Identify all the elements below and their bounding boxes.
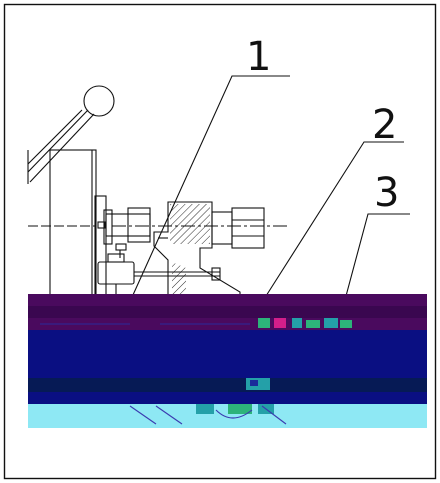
leader-line-1 [127,75,290,307]
bracket-icon [153,201,241,303]
leader-line-2 [265,141,404,297]
artifact-block [250,380,258,386]
artifact-block [340,320,352,328]
artifact-block [228,404,252,414]
band-cyan [28,404,427,428]
handle-lever-icon [27,85,115,184]
band-navy [28,330,427,378]
artifact-block [196,404,214,414]
leader-line-3 [345,213,410,297]
artifact-block [258,318,270,328]
drawing-frame [3,3,437,480]
glitch-band [28,294,427,428]
callout-label-3: 3 [374,170,399,216]
artifact-block [292,318,302,328]
callout-label-1: 1 [246,34,271,80]
artifact-block [306,320,320,328]
artifact-block [324,318,338,328]
mounting-plate-icon [28,149,113,303]
artifact-block [274,318,286,328]
band-navy-dark [28,378,427,392]
band-purple-dark [28,306,427,318]
band-navy-deep [28,392,427,404]
callout-label-2: 2 [372,102,397,148]
cylinder-icon [97,243,221,302]
